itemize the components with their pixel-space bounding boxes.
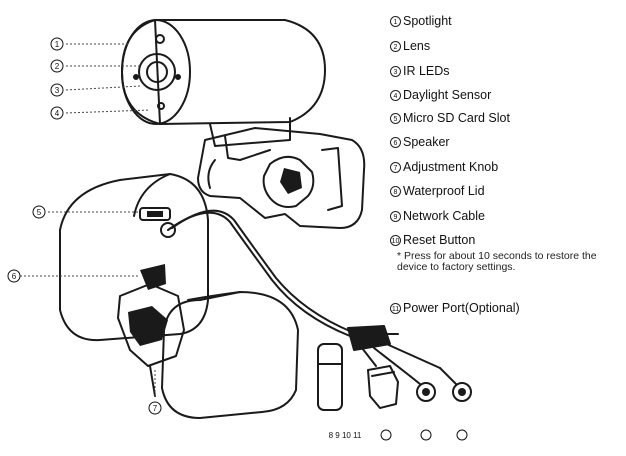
callout-6: 6 <box>12 272 17 281</box>
camera-front-view <box>121 19 366 229</box>
front-cylinder <box>161 291 299 419</box>
legend-label: Network Cable <box>403 209 485 223</box>
legend-label: Adjustment Knob <box>403 160 499 174</box>
legend-num: 1 <box>390 16 401 27</box>
power-connector <box>452 382 472 402</box>
legend-label: Waterproof Lid <box>403 184 485 198</box>
network-connector <box>367 365 399 409</box>
legend-num: 2 <box>390 41 401 52</box>
lens <box>138 53 176 91</box>
network-cable <box>167 211 351 337</box>
legend-num: 4 <box>390 90 401 101</box>
callout-7: 7 <box>153 404 158 413</box>
legend-label: Lens <box>403 39 431 53</box>
legend-label: Reset Button <box>403 233 476 247</box>
legend-label: Micro SD Card Slot <box>403 111 510 125</box>
legend-label: Spotlight <box>403 14 452 28</box>
cable-entry <box>160 222 176 238</box>
legend-num: 5 <box>390 113 401 124</box>
legend-num: 9 <box>390 211 401 222</box>
reset-note: * Press for about 10 seconds to restore … <box>397 250 597 273</box>
callout-4: 4 <box>55 109 60 118</box>
camera-body <box>154 19 326 125</box>
legend-label: IR LEDs <box>403 64 450 78</box>
callout-1: 1 <box>55 40 60 49</box>
daylight-sensor <box>157 102 165 110</box>
legend-label: Power Port(Optional) <box>403 301 520 315</box>
sd-card-slot <box>139 207 171 221</box>
front-face <box>121 19 191 125</box>
legend-num: 10 <box>390 235 401 246</box>
rear-mount <box>117 283 185 367</box>
mount-bracket <box>197 127 366 229</box>
reset-connector <box>416 382 436 402</box>
legend-num: 3 <box>390 66 401 77</box>
legend-label: Daylight Sensor <box>403 88 492 102</box>
legend-num: 8 <box>390 186 401 197</box>
camera-back-view <box>59 173 472 419</box>
spotlight <box>155 34 165 44</box>
legend-label: Speaker <box>403 135 450 149</box>
legend-num: 6 <box>390 137 401 148</box>
mount-knob <box>262 155 315 208</box>
callout-2: 2 <box>55 62 60 71</box>
cable-hub <box>347 325 391 351</box>
ir-led-right <box>175 74 181 80</box>
callout-3: 3 <box>55 86 60 95</box>
ir-led-left <box>133 74 139 80</box>
callout-5: 5 <box>37 208 42 217</box>
legend-num: 11 <box>390 303 401 314</box>
callout-bottom-group: 8 9 10 11 <box>329 431 362 440</box>
speaker <box>140 264 166 290</box>
legend-num: 7 <box>390 162 401 173</box>
waterproof-lid <box>317 343 343 411</box>
